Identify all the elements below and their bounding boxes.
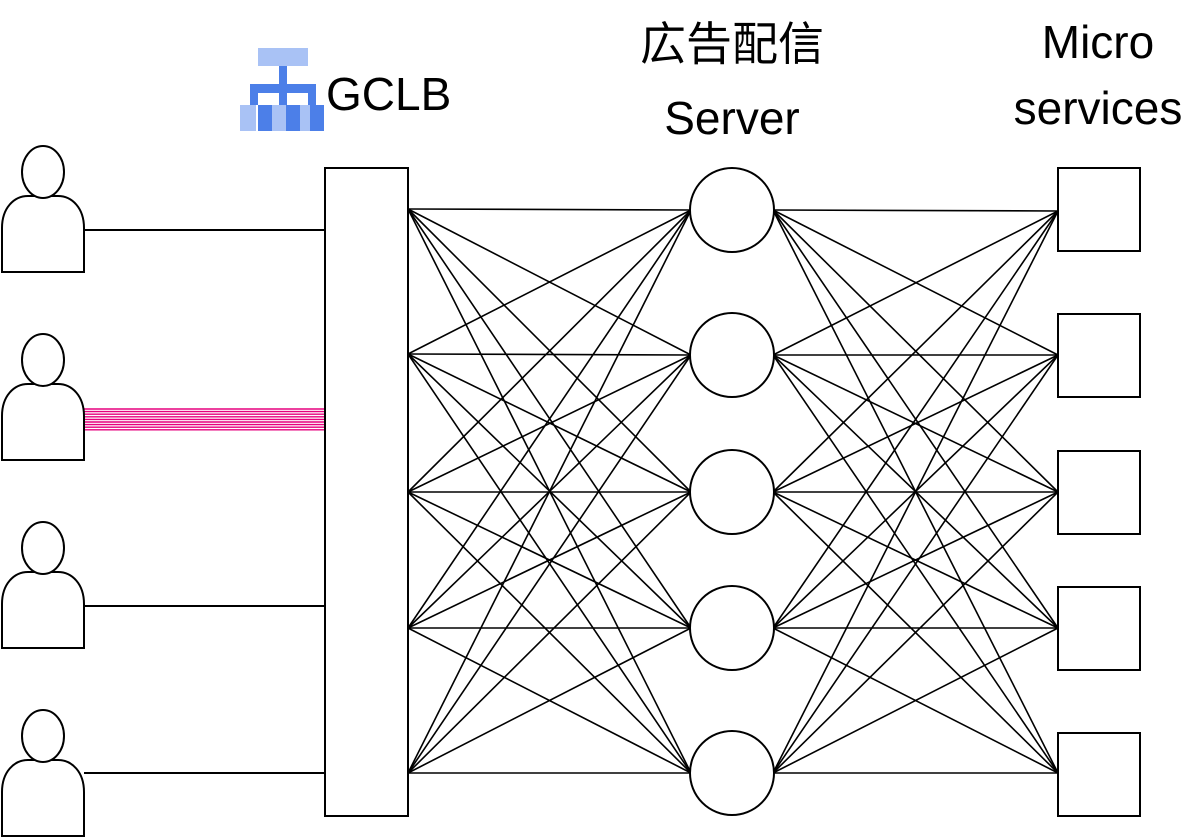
edge-gclb-5-server-2: [407, 354, 692, 774]
person-icon: [1, 709, 85, 837]
person-icon: [1, 521, 85, 649]
microservice-3: [1057, 450, 1141, 535]
edges-gclb-to-servers: [407, 208, 692, 774]
server-nodes: [689, 167, 775, 816]
user-nodes: [1, 145, 85, 837]
server-label-line2: Server: [664, 92, 799, 144]
edge-server-5-micro-1: [772, 210, 1059, 774]
edge-server-4-micro-1: [772, 210, 1059, 629]
microservice-nodes: [1057, 167, 1141, 817]
server-4: [689, 585, 775, 671]
edge-gclb-3-server-1: [407, 209, 692, 493]
edges-servers-to-microservices: [772, 209, 1059, 774]
server-1: [689, 167, 775, 253]
edge-server-2-micro-1: [772, 210, 1059, 356]
edge-server-3-micro-1: [772, 210, 1059, 493]
microservice-4: [1057, 586, 1141, 671]
server-3: [689, 449, 775, 535]
server-label-line1: 広告配信: [640, 18, 824, 70]
edge-server-1-micro-1: [772, 209, 1059, 212]
edge-gclb-5-server-1: [407, 209, 692, 774]
gclb-label: GCLB: [326, 68, 451, 120]
server-5: [689, 730, 775, 816]
person-icon: [1, 333, 85, 461]
edge-gclb-2-server-1: [407, 209, 692, 355]
edge-server-4-micro-3: [772, 491, 1059, 629]
edge-gclb-5-server-4: [407, 627, 692, 774]
load-balancer-icon: [240, 48, 324, 131]
server-2: [689, 312, 775, 398]
edge-gclb-2-server-2: [407, 353, 692, 356]
microservice-1: [1057, 167, 1141, 252]
person-icon: [1, 145, 85, 273]
edge-server-5-micro-4: [772, 627, 1059, 774]
edge-gclb-1-server-1: [407, 208, 692, 211]
edge-server-5-micro-3: [772, 491, 1059, 774]
gclb-box: [324, 167, 409, 817]
edge-gclb-4-server-1: [407, 209, 692, 629]
edge-gclb-3-server-2: [407, 354, 692, 493]
microservices-label-line2: services: [1014, 82, 1183, 134]
microservices-label-line1: Micro: [1042, 16, 1154, 68]
edge-server-5-micro-2: [772, 354, 1059, 774]
edge-server-3-micro-2: [772, 354, 1059, 493]
microservice-5: [1057, 732, 1141, 817]
edge-gclb-4-server-3: [407, 491, 692, 629]
edges-users-to-gclb: [84, 229, 325, 774]
edge-gclb-5-server-3: [407, 491, 692, 774]
microservice-2: [1057, 313, 1141, 398]
